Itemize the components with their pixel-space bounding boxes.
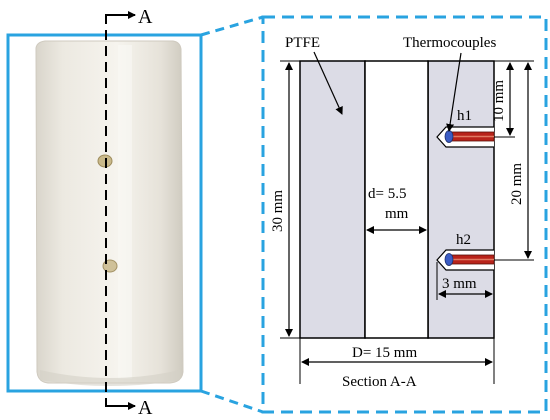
- ptfe-leader: [313, 51, 343, 115]
- section-marker-top: A: [138, 6, 153, 28]
- inner-bore: [364, 60, 429, 339]
- zoom-line-bottom: [200, 389, 264, 414]
- cylinder-base-shadow: [40, 370, 180, 386]
- inner-diameter-label-line2: mm: [385, 206, 409, 222]
- hole-label-h1: h1: [457, 108, 472, 124]
- cylinder-highlight: [118, 45, 132, 379]
- thermocouple-h2-tip: [444, 253, 454, 266]
- thermocouple-h1: h1: [436, 108, 495, 148]
- section-title: Section A-A: [342, 374, 417, 390]
- thermocouple-h1-tip: [444, 130, 454, 143]
- ptfe-wall-left: [299, 60, 366, 339]
- h2-depth-label: 20 mm: [509, 163, 525, 205]
- ptfe-label: PTFE: [285, 35, 320, 51]
- photo-frame: [6, 33, 203, 393]
- section-marker-bottom: A: [138, 397, 153, 419]
- insertion-depth-label: 3 mm: [442, 276, 477, 292]
- ptfe-wall-right: [427, 60, 495, 339]
- section-frame: [261, 15, 548, 414]
- ptfe-cylinder-photo: [35, 40, 184, 384]
- zoom-line-top: [200, 15, 264, 37]
- outer-diameter-label: D= 15 mm: [352, 345, 417, 361]
- thermocouples-label: Thermocouples: [403, 35, 496, 51]
- thermocouples-leader: [446, 52, 462, 132]
- h1-depth-label: 10 mm: [491, 80, 507, 122]
- hole-label-h2: h2: [456, 232, 471, 248]
- section-panel: h1 h2 PTFE Thermocouples 30 mm d= 5.5 mm…: [261, 15, 548, 414]
- photo-panel: A A: [6, 6, 203, 419]
- inner-diameter-label-line1: d= 5.5: [368, 186, 406, 202]
- height-label: 30 mm: [270, 190, 286, 232]
